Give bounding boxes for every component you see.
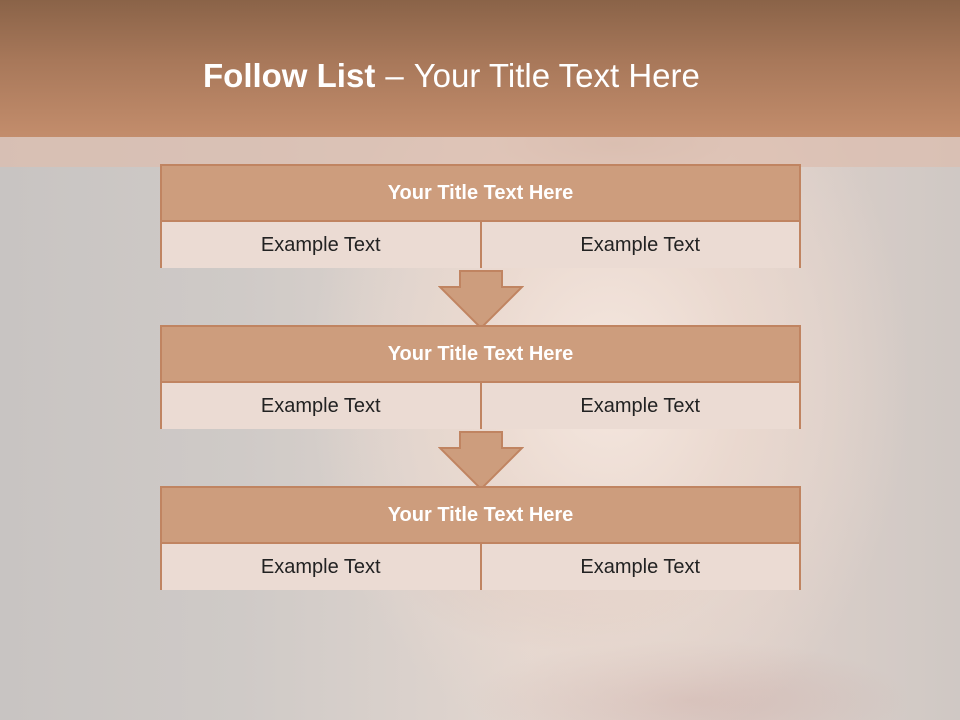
block-title: Your Title Text Here [162,488,799,544]
header-strip [0,137,960,167]
slide-title-bold: Follow List [203,57,376,94]
block-cell-left: Example Text [162,544,480,590]
header-band [0,0,960,137]
list-block-3: Your Title Text Here Example Text Exampl… [160,486,801,590]
block-cell-right: Example Text [479,544,799,590]
block-cell-right: Example Text [479,222,799,268]
list-block-2: Your Title Text Here Example Text Exampl… [160,325,801,429]
list-block-1: Your Title Text Here Example Text Exampl… [160,164,801,268]
down-arrow-icon [438,431,524,491]
block-cell-left: Example Text [162,383,480,429]
block-title: Your Title Text Here [162,327,799,383]
slide-title-separator: – [385,57,404,94]
block-cells: Example Text Example Text [162,544,799,590]
block-cells: Example Text Example Text [162,383,799,429]
down-arrow-icon [438,270,524,330]
slide-title-rest: Your Title Text Here [413,57,700,94]
block-title: Your Title Text Here [162,166,799,222]
slide-title: Follow List–Your Title Text Here [203,56,700,96]
block-cell-left: Example Text [162,222,480,268]
block-cell-right: Example Text [479,383,799,429]
block-cells: Example Text Example Text [162,222,799,268]
